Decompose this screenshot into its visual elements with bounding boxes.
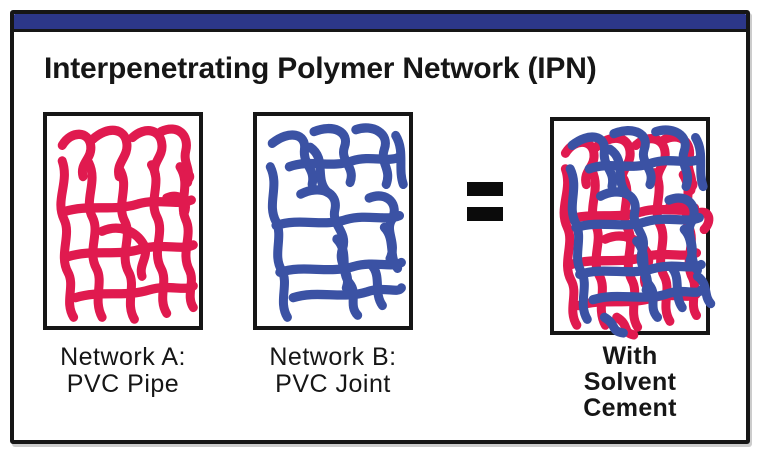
network-a-label: Network A: PVC Pipe <box>60 344 186 398</box>
equals-sign: = <box>467 182 503 221</box>
combined-network-panel: With Solvent Cement <box>550 117 716 421</box>
combined-network-drawing-icon <box>559 125 716 340</box>
network-a-box <box>43 112 203 330</box>
network-b-drawing-icon <box>265 123 408 322</box>
diagram-frame: Interpenetrating Polymer Network (IPN) <box>10 10 750 444</box>
network-b-panel: Network B: PVC Joint <box>253 112 413 398</box>
header-bar <box>14 14 746 32</box>
diagram-row: Network A: PVC Pipe <box>43 112 746 421</box>
network-b-label-line2: PVC Joint <box>275 370 391 398</box>
combined-label-line1: With <box>602 342 658 370</box>
combined-network-box <box>550 117 716 340</box>
network-a-drawing-icon <box>56 124 198 324</box>
network-b-label-line1: Network B: <box>269 343 397 371</box>
network-b-label: Network B: PVC Joint <box>269 344 396 398</box>
diagram-title: Interpenetrating Polymer Network (IPN) <box>44 52 597 85</box>
network-b-box <box>253 112 413 330</box>
network-a-label-line2: PVC Pipe <box>66 370 180 398</box>
combined-label-line2: Solvent <box>583 368 677 396</box>
equals-bar-bottom <box>467 207 503 221</box>
network-a-panel: Network A: PVC Pipe <box>43 112 203 398</box>
combined-label-line3: Cement <box>583 394 677 422</box>
network-a-label-line1: Network A: <box>60 343 186 371</box>
equals-bar-top <box>467 182 503 196</box>
combined-network-label: With Solvent Cement <box>583 343 677 421</box>
